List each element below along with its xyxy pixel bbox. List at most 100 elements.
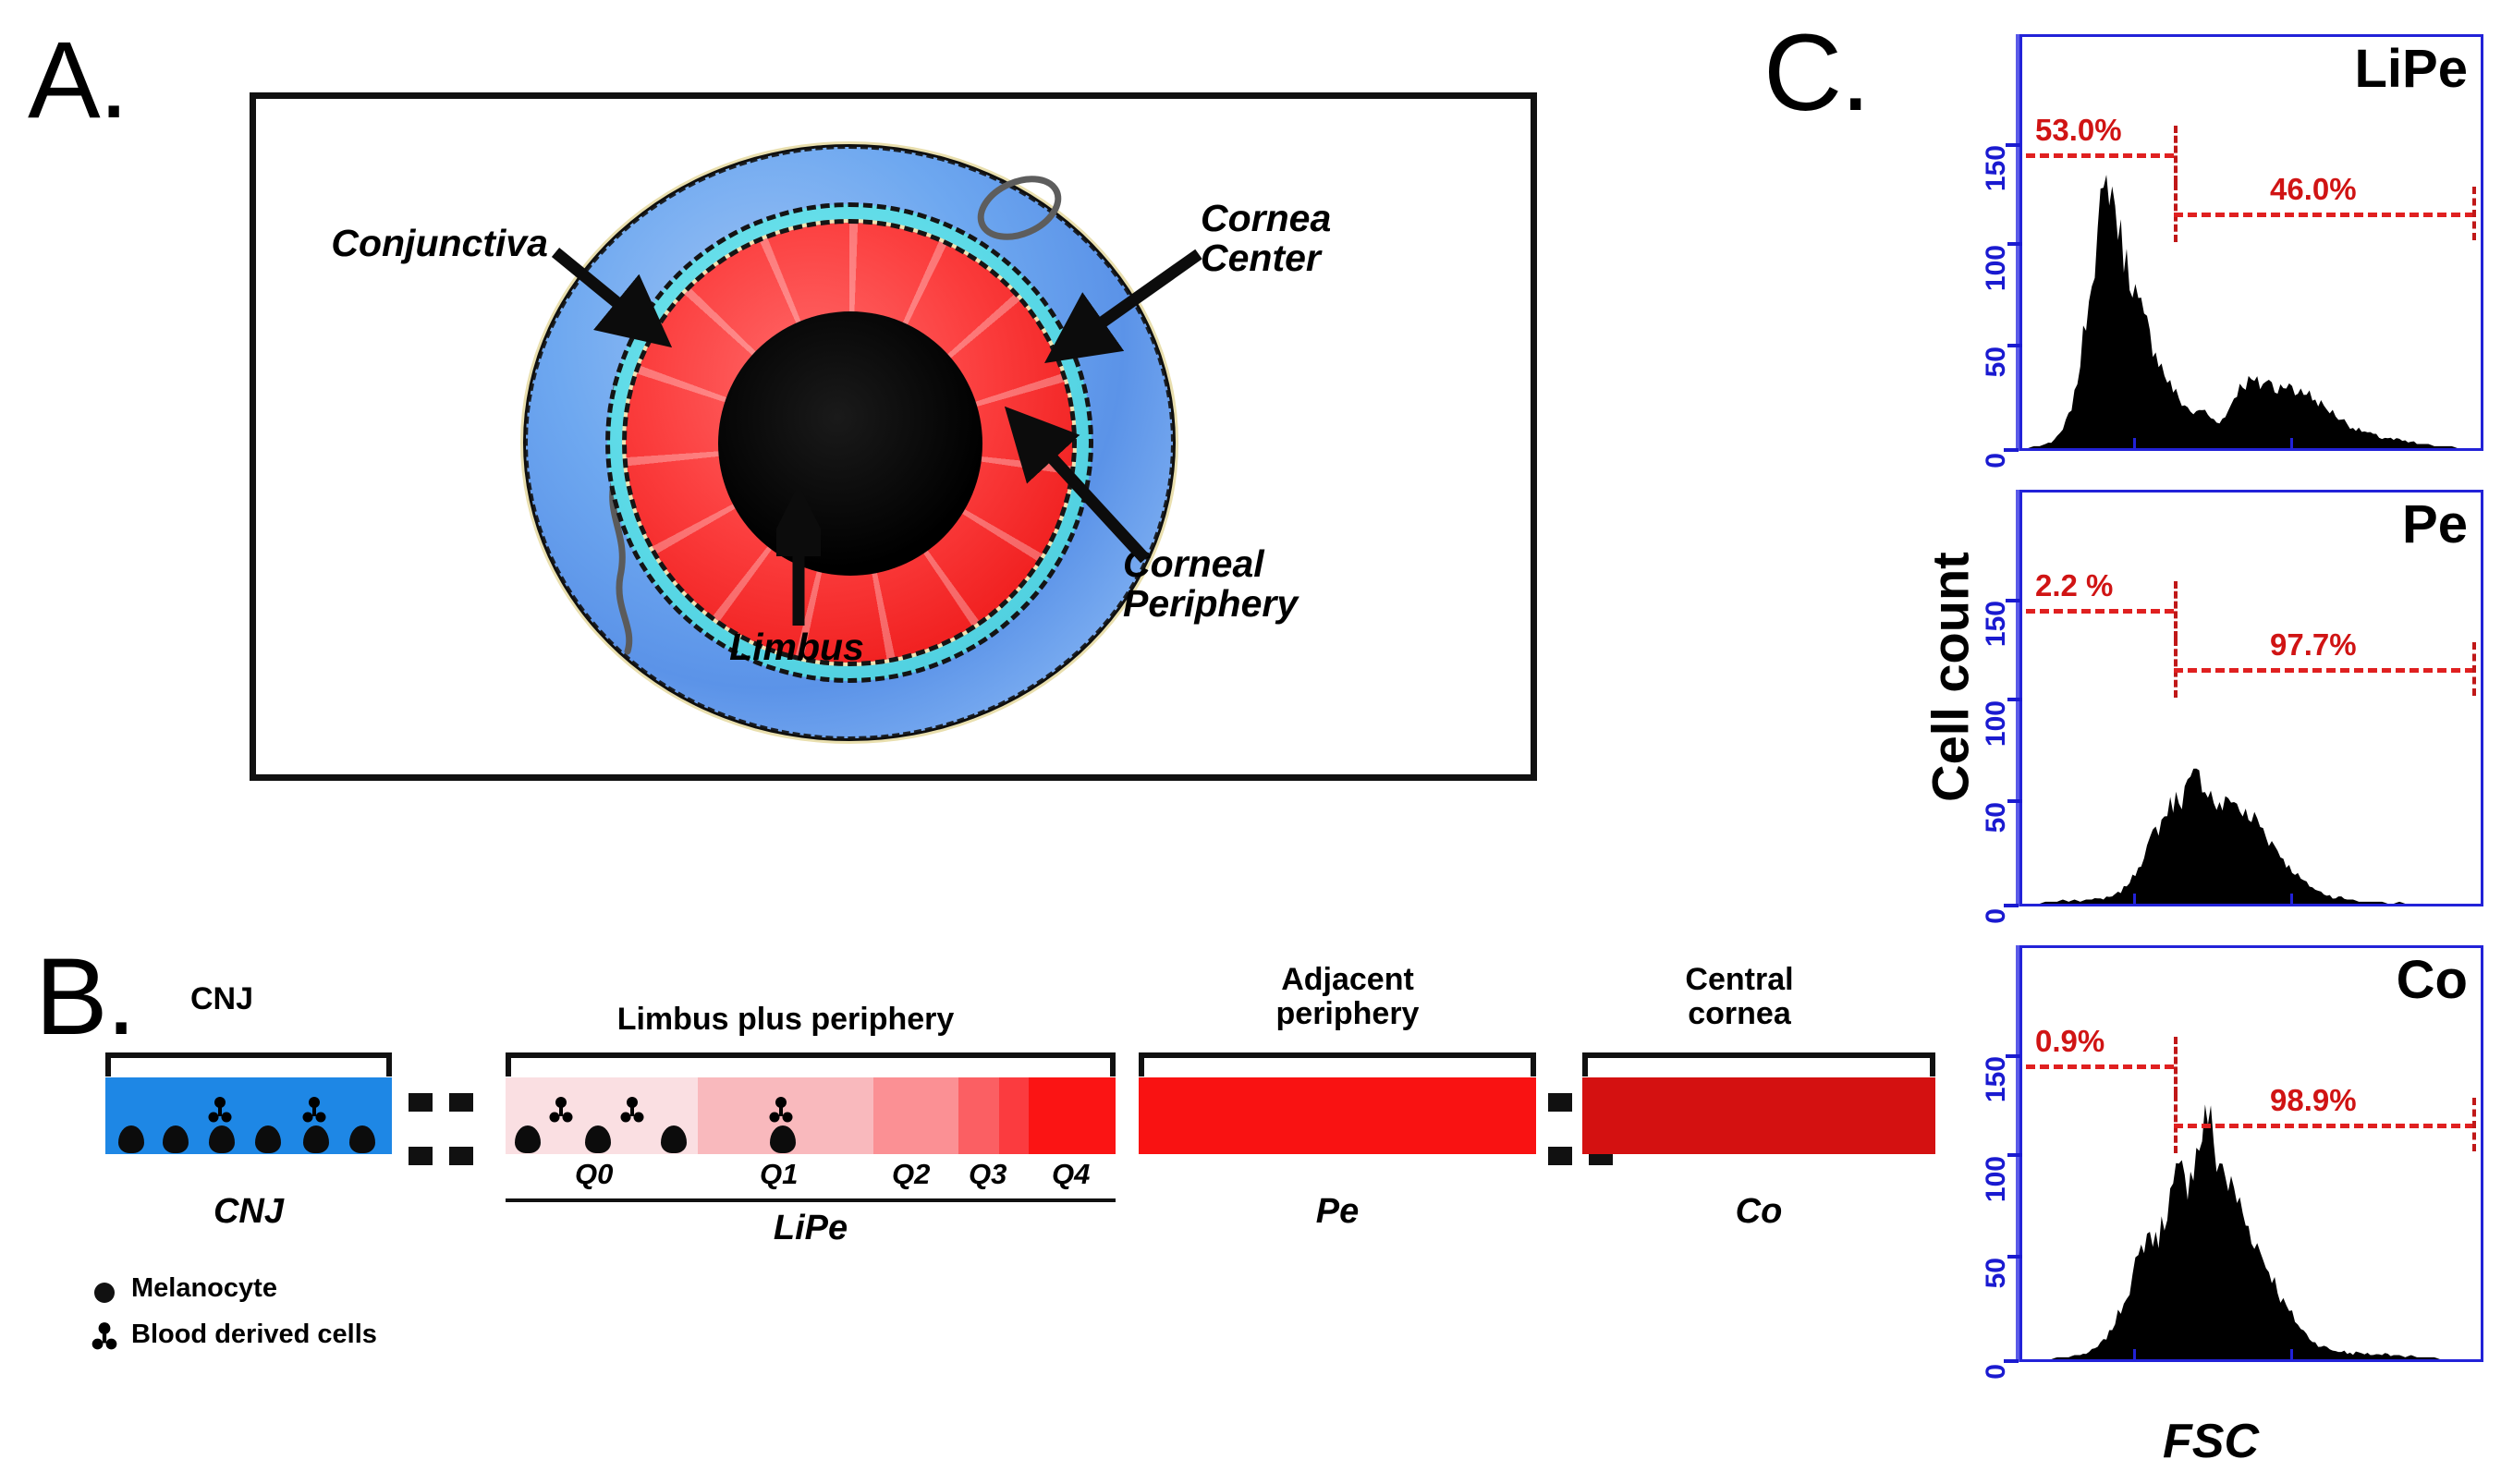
y-tick-label-150-pe: 150 xyxy=(1981,601,2011,648)
lipe-band-q2 xyxy=(873,1077,958,1154)
gate-line-left-lipe xyxy=(2026,153,2174,158)
histogram-co-title: Co xyxy=(2396,950,2468,1010)
bracket-lipe xyxy=(506,1052,1116,1077)
histogram-pe-left-percent: 2.2 % xyxy=(2035,568,2114,602)
gate-tick-left-co xyxy=(2174,1037,2178,1094)
y-tick-mark-0-lipe xyxy=(2004,448,2019,452)
gate-line-right-co xyxy=(2174,1124,2474,1128)
panel-b-letter: B. xyxy=(35,936,136,1058)
label-cornea-center: Cornea Center xyxy=(1201,197,1332,280)
histogram-lipe-plot: LiPe 53.0% 46.0% xyxy=(2019,34,2483,451)
melanocyte-dot-icon xyxy=(661,1125,687,1153)
panel-b-header-adjacent-periphery: Adjacent periphery xyxy=(1275,962,1420,1032)
y-tick-label-100-pe: 100 xyxy=(1981,700,2011,748)
y-tick-label-150-co: 150 xyxy=(1981,1056,2011,1103)
x-tick xyxy=(2290,438,2293,448)
label-limbus: Limbus xyxy=(729,626,864,668)
lipe-band-q3b xyxy=(999,1077,1029,1154)
melanocyte-dot-icon xyxy=(515,1125,541,1153)
bracket-pe xyxy=(1139,1052,1536,1077)
blood-derived-cell-icon xyxy=(208,1097,232,1123)
melanocyte-dot-icon xyxy=(118,1125,144,1153)
gate-line-right-pe xyxy=(2174,668,2474,673)
gate-tick-right-pe xyxy=(2472,642,2476,696)
arrow-cornea-center-icon xyxy=(1044,249,1202,364)
gate-tick-right-co xyxy=(2472,1098,2476,1151)
histogram-co-plot: Co 0.9% 98.9% xyxy=(2019,945,2483,1362)
x-tick xyxy=(2133,894,2136,904)
panel-a-letter: A. xyxy=(28,19,128,141)
histogram-lipe-right-percent: 46.0% xyxy=(2270,172,2357,206)
blood-derived-cell-icon xyxy=(620,1097,644,1123)
blood-derived-cell-icon xyxy=(302,1097,326,1123)
gate-tick-right-lipe xyxy=(2472,187,2476,240)
panel-c-y-axis-label: Cell count xyxy=(1921,552,1980,802)
y-tick-label-50-co: 50 xyxy=(1981,1258,2011,1289)
y-tick-mark-50-co xyxy=(2007,1255,2022,1259)
y-tick-label-0-pe: 0 xyxy=(1981,908,2011,924)
x-tick xyxy=(2133,1349,2136,1359)
gate-line-left-pe xyxy=(2026,609,2174,614)
histogram-pe-curve xyxy=(2022,768,2481,904)
arrow-conjunctiva-icon xyxy=(551,247,673,348)
y-tick-mark-0-pe xyxy=(2004,904,2019,907)
pupil-region xyxy=(718,311,982,576)
bracket-co xyxy=(1582,1052,1935,1077)
melanocyte-dot-icon xyxy=(303,1125,329,1153)
melanocyte-dot-icon xyxy=(94,1283,115,1303)
bracket-cnj xyxy=(105,1052,392,1077)
y-tick-label-0-co: 0 xyxy=(1981,1364,2011,1380)
blood-derived-cell-icon xyxy=(92,1322,117,1350)
label-q0: Q0 xyxy=(575,1158,614,1190)
panel-b-block-cnj xyxy=(105,1077,392,1154)
y-tick-mark-100-lipe xyxy=(2007,242,2022,246)
gate-line-left-co xyxy=(2026,1064,2174,1069)
melanocyte-dot-icon xyxy=(163,1125,189,1153)
arrow-corneal-periphery-icon xyxy=(1004,406,1150,564)
panel-b-header-limbus-plus-periphery: Limbus plus periphery xyxy=(616,1002,955,1037)
histogram-co-right-percent: 98.9% xyxy=(2270,1083,2357,1117)
y-tick-mark-150-pe xyxy=(2006,599,2020,602)
legend-label-melanocyte: Melanocyte xyxy=(131,1273,277,1303)
y-tick-mark-100-pe xyxy=(2007,698,2022,701)
y-tick-label-50-lipe: 50 xyxy=(1981,347,2011,378)
blood-derived-cell-icon xyxy=(549,1097,573,1123)
lipe-band-q3a xyxy=(958,1077,999,1154)
gate-line-right-lipe xyxy=(2174,213,2474,217)
label-q3: Q3 xyxy=(969,1158,1007,1190)
melanocyte-dot-icon xyxy=(255,1125,281,1153)
gap-dots-cnj-lipe xyxy=(409,1093,479,1173)
histogram-pe-plot: Pe 2.2 % 97.7% xyxy=(2019,490,2483,906)
x-tick xyxy=(2290,1349,2293,1359)
melanocyte-dot-icon xyxy=(349,1125,375,1153)
y-tick-mark-50-lipe xyxy=(2007,344,2022,347)
y-tick-label-0-lipe: 0 xyxy=(1981,453,2011,468)
gate-tick-left-lipe xyxy=(2174,126,2178,183)
y-tick-mark-0-co xyxy=(2004,1359,2019,1363)
gate-tick-left-pe xyxy=(2174,581,2178,639)
histogram-co-left-percent: 0.9% xyxy=(2035,1024,2105,1058)
y-tick-label-50-pe: 50 xyxy=(1981,802,2011,833)
y-tick-mark-150-co xyxy=(2006,1054,2020,1058)
panel-b-label-pe: Pe xyxy=(1315,1192,1360,1231)
panel-b-block-lipe xyxy=(506,1077,1116,1154)
histogram-pe-title: Pe xyxy=(2402,494,2468,554)
label-conjunctiva: Conjunctiva xyxy=(331,222,548,264)
melanocyte-dot-icon xyxy=(585,1125,611,1153)
histogram-lipe-left-percent: 53.0% xyxy=(2035,113,2122,147)
panel-c-letter: C. xyxy=(1763,12,1871,134)
lipe-band-q4 xyxy=(1029,1077,1116,1154)
conjunctival-lesion-icon xyxy=(977,176,1062,240)
panel-a-frame: Conjunctiva Cornea Center Limbus Corneal… xyxy=(250,92,1537,781)
y-tick-mark-150-lipe xyxy=(2006,143,2020,147)
legend-label-blood-derived-cells: Blood derived cells xyxy=(131,1320,377,1349)
lipe-underline xyxy=(506,1198,1116,1202)
y-tick-mark-100-co xyxy=(2007,1153,2022,1157)
histogram-lipe-title: LiPe xyxy=(2354,39,2469,99)
label-q2: Q2 xyxy=(892,1158,931,1190)
panel-b-header-cnj: CNJ xyxy=(189,981,254,1016)
melanocyte-dot-icon xyxy=(209,1125,235,1153)
label-q4: Q4 xyxy=(1052,1158,1091,1190)
limbus-dashed-border xyxy=(605,202,1093,683)
y-tick-label-100-co: 100 xyxy=(1981,1156,2011,1203)
